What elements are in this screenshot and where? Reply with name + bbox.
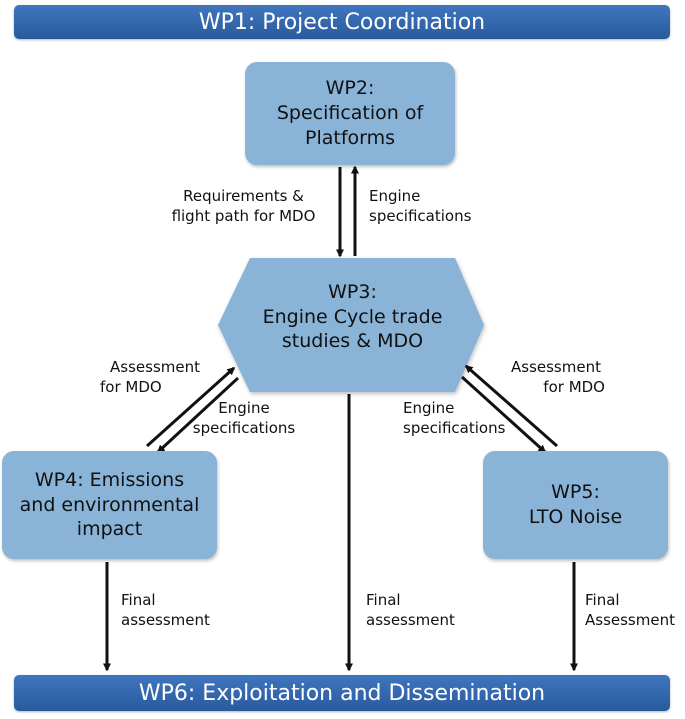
wp3-line3: studies & MDO (281, 330, 424, 353)
label-final-right: Final Assessment (585, 591, 675, 630)
wp5-line2: LTO Noise (528, 506, 623, 528)
label-assessment-left: Assessment for MDO (100, 358, 200, 397)
wp5-line1: WP5: (551, 481, 600, 504)
wp3-line2: Engine Cycle trade (262, 305, 443, 328)
wp2-line2: Specification of (276, 102, 424, 125)
arrow-wp3-to-wp4 (156, 376, 240, 454)
label-final-center: Final assessment (366, 591, 455, 630)
arrow-wp4-to-wp3 (145, 366, 236, 448)
wp3-line1: WP3: (328, 281, 377, 303)
arrow-wp5-to-wp3 (464, 364, 558, 448)
wp3-label: WP3: Engine Cycle trade studies & MDO (240, 280, 465, 354)
wp4-box: WP4: Emissions and environmental impact (2, 451, 217, 559)
wp5-box: WP5: LTO Noise (483, 451, 668, 559)
label-assessment-right: Assessment for MDO (511, 358, 605, 397)
wp2-line1: WP2: (325, 77, 375, 100)
wp1-label: WP1: Project Coordination (198, 9, 486, 35)
label-final-left: Final assessment (121, 591, 210, 630)
label-requirements: Requirements & flight path for MDO (171, 187, 316, 226)
label-engine-spec-left: Engine specifications (192, 399, 296, 438)
label-engine-spec-top: Engine specifications (369, 187, 472, 226)
wp4-line1: WP4: Emissions (34, 468, 185, 491)
wp1-bar: WP1: Project Coordination (14, 5, 670, 39)
arrow-wp3-to-wp5 (460, 375, 547, 454)
wp2-line3: Platforms (304, 126, 396, 149)
wp3-hexagon (218, 258, 484, 392)
wp4-line2: and environmental (19, 493, 200, 516)
wp4-line3: impact (76, 518, 143, 541)
label-engine-spec-right: Engine specifications (403, 399, 506, 438)
wp2-box: WP2: Specification of Platforms (245, 62, 455, 165)
wp6-bar: WP6: Exploitation and Dissemination (14, 675, 670, 711)
wp6-label: WP6: Exploitation and Dissemination (138, 680, 546, 706)
